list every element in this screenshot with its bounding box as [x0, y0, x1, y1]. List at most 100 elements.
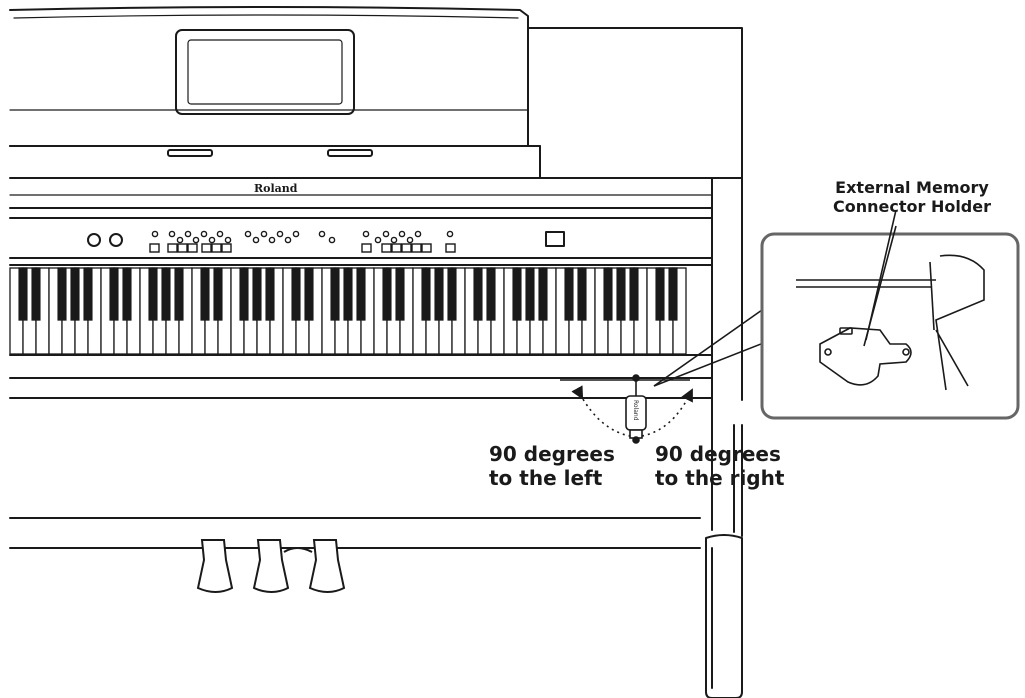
panel-button [187, 243, 198, 253]
panel-button [401, 243, 412, 253]
panel-button [200, 230, 208, 238]
rotate-left-line1: 90 degrees [489, 442, 615, 466]
black-key [616, 267, 626, 321]
panel-button [362, 230, 370, 238]
panel-button [445, 243, 456, 253]
rotate-left-label: 90 degrees to the left [489, 442, 615, 490]
black-key [252, 267, 262, 321]
black-key [564, 267, 574, 321]
callout-line2: Connector Holder [832, 197, 991, 217]
soft-pedal [196, 539, 234, 593]
panel-display [545, 231, 565, 247]
rotate-right-line2: to the right [655, 466, 785, 490]
keyboard [9, 267, 687, 355]
panel-button [398, 230, 406, 238]
rotate-right-label: 90 degrees to the right [655, 442, 784, 490]
black-key [83, 267, 93, 321]
right-leg [711, 174, 743, 531]
panel-button [151, 230, 159, 238]
black-key [538, 267, 548, 321]
panel-button [391, 243, 402, 253]
panel-button [176, 236, 184, 244]
panel-button [411, 243, 422, 253]
panel-button [446, 230, 454, 238]
black-key [31, 267, 41, 321]
panel-button [216, 230, 224, 238]
brilliance-knob [109, 233, 123, 247]
panel-button [328, 236, 336, 244]
black-key [291, 267, 301, 321]
panel-button [252, 236, 260, 244]
black-key [213, 267, 223, 321]
panel-button [184, 230, 192, 238]
panel-button [382, 230, 390, 238]
black-key [70, 267, 80, 321]
black-key [421, 267, 431, 321]
panel-button [167, 243, 178, 253]
front-leg [705, 534, 743, 698]
black-key [382, 267, 392, 321]
black-key [265, 267, 275, 321]
rest-clip-left [167, 149, 213, 157]
panel-button [149, 243, 160, 253]
external-memory-label: External Memory Connector Holder [818, 178, 1006, 216]
rotate-left-line2: to the left [489, 466, 603, 490]
black-key [447, 267, 457, 321]
black-key [356, 267, 366, 321]
panel-button [292, 230, 300, 238]
panel-button [390, 236, 398, 244]
black-key [200, 267, 210, 321]
rest-clip-right [327, 149, 373, 157]
black-key [629, 267, 639, 321]
panel-button [221, 243, 232, 253]
music-rest [9, 6, 529, 147]
panel-button [421, 243, 432, 253]
callout-line1: External Memory [835, 178, 989, 197]
black-key [148, 267, 158, 321]
damper-pedal [308, 539, 346, 593]
black-key [304, 267, 314, 321]
black-key [122, 267, 132, 321]
brand-logo: Roland [254, 182, 298, 195]
panel-button [260, 230, 268, 238]
panel-button [192, 236, 200, 244]
black-key [434, 267, 444, 321]
black-key [343, 267, 353, 321]
black-key [512, 267, 522, 321]
sostenuto-pedal [252, 539, 290, 593]
holder-badge: Roland [632, 400, 639, 421]
volume-knob [87, 233, 101, 247]
panel-button [201, 243, 212, 253]
black-key [109, 267, 119, 321]
panel-buttons [149, 230, 456, 253]
panel-button [318, 230, 326, 238]
black-key [603, 267, 613, 321]
panel-button [374, 236, 382, 244]
black-key [525, 267, 535, 321]
panel-button [177, 243, 188, 253]
panel-button [414, 230, 422, 238]
black-key [330, 267, 340, 321]
black-key [473, 267, 483, 321]
panel-button [381, 243, 392, 253]
black-key [577, 267, 587, 321]
black-key [161, 267, 171, 321]
rotate-right-line1: 90 degrees [655, 442, 781, 466]
black-key [18, 267, 28, 321]
cabinet-side [527, 27, 743, 176]
panel-button [276, 230, 284, 238]
panel-button [208, 236, 216, 244]
panel-button [284, 236, 292, 244]
panel-button [268, 236, 276, 244]
black-key [395, 267, 405, 321]
panel-button [244, 230, 252, 238]
panel-button [168, 230, 176, 238]
black-key [655, 267, 665, 321]
memory-holder-zoom [819, 327, 912, 386]
zoom-callout-panel [760, 232, 1020, 420]
panel-button [224, 236, 232, 244]
black-key [239, 267, 249, 321]
black-key [57, 267, 67, 321]
panel-button [361, 243, 372, 253]
